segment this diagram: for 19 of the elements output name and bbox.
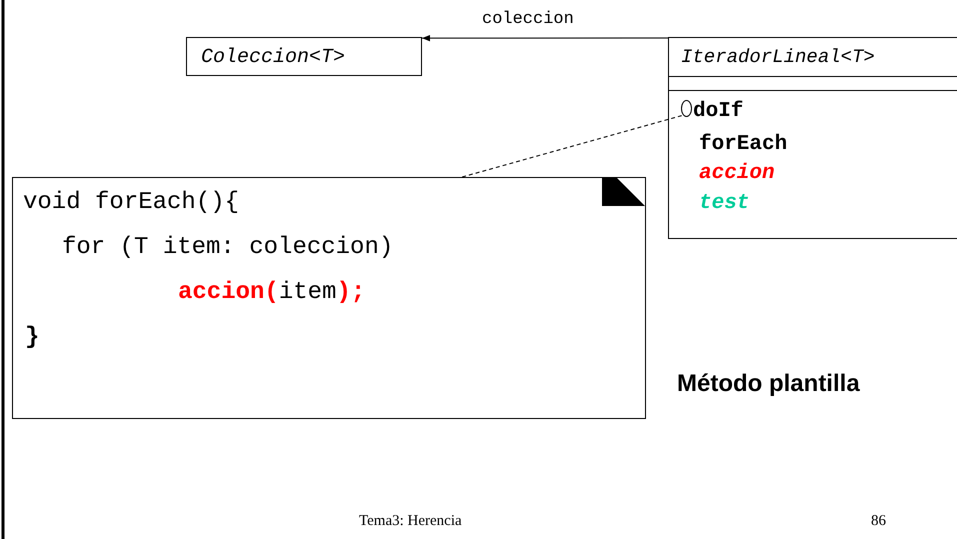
method-name: doIf: [693, 101, 744, 122]
note-box: [12, 177, 646, 419]
code-line: for (T item: coleccion): [62, 236, 394, 260]
code-line: accion(item);: [178, 281, 366, 305]
method-name: test: [699, 193, 750, 214]
class-box: [186, 37, 422, 76]
footer-text: Tema3: Herencia: [359, 514, 462, 529]
class-name: IteradorLineal<T>: [681, 48, 875, 67]
caption-text: Método plantilla: [677, 372, 860, 396]
anchor-circle: [681, 100, 692, 117]
page-number: 86: [871, 514, 886, 529]
class-box: [668, 37, 957, 239]
code-line: }: [25, 326, 40, 350]
arrow: [422, 34, 668, 42]
leader-line: [462, 114, 684, 178]
class-name: Coleccion<T>: [201, 48, 346, 68]
method-name: accion: [699, 163, 775, 184]
method-name: forEach: [699, 134, 788, 155]
code-line: void forEach(){: [23, 191, 240, 215]
